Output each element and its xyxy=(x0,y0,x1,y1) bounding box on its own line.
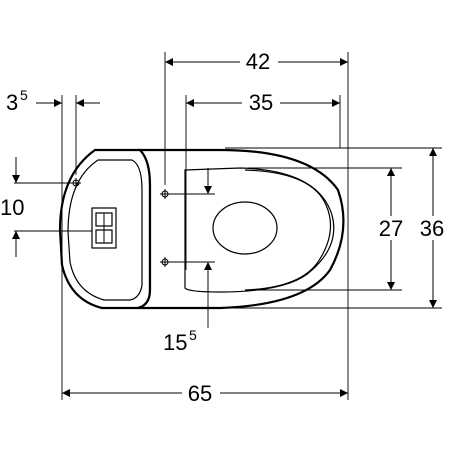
bowl-opening xyxy=(212,201,278,255)
flush-button xyxy=(91,207,117,249)
mounting-mark-front-lower xyxy=(160,257,170,267)
dimension-36: 36 xyxy=(414,148,450,308)
seat-outline xyxy=(184,167,335,293)
dimension-3-5-label: 3 xyxy=(6,90,18,115)
dimension-15-5: 15 5 xyxy=(163,168,212,355)
mounting-mark-front-upper xyxy=(160,189,170,199)
dimension-3-5: 3 5 xyxy=(6,87,100,115)
dimension-35: 35 xyxy=(186,90,340,115)
dimension-27-label: 27 xyxy=(379,216,403,241)
mounting-mark-rear xyxy=(71,178,81,188)
dimension-42-label: 42 xyxy=(246,49,270,74)
bowl-rim xyxy=(244,169,332,291)
cistern-outline xyxy=(58,148,152,310)
dimension-10: 10 xyxy=(0,157,24,257)
dimension-3-5-superscript: 5 xyxy=(20,87,28,103)
cistern-inner-line xyxy=(67,159,143,301)
dimension-15-5-label: 15 xyxy=(163,330,187,355)
dimension-27: 27 xyxy=(372,168,410,290)
dimension-15-5-superscript: 5 xyxy=(189,327,197,343)
dimension-35-label: 35 xyxy=(249,90,273,115)
dimension-42: 42 xyxy=(165,49,348,74)
dimension-65: 65 xyxy=(62,381,348,406)
toilet-body xyxy=(58,148,345,310)
bowl-outline xyxy=(137,148,345,310)
extension-lines xyxy=(14,52,442,400)
dimension-65-label: 65 xyxy=(188,381,212,406)
dimension-10-label: 10 xyxy=(0,195,24,220)
dimension-36-label: 36 xyxy=(420,216,444,241)
